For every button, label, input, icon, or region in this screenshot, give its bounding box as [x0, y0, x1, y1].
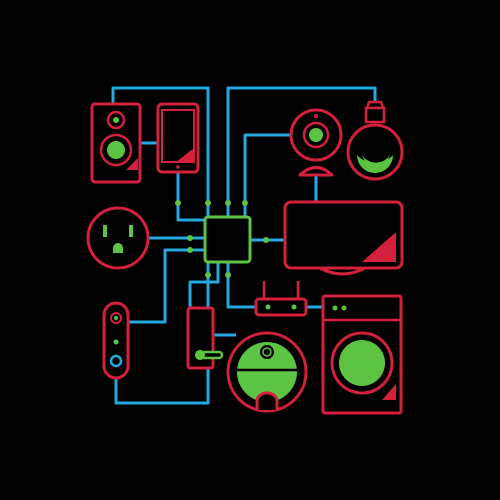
wire-lock-hub [188, 262, 220, 310]
wire-bulb-hub [226, 86, 377, 217]
connector-dot [175, 200, 181, 206]
connector-dot [205, 200, 211, 206]
wire-doorbell-hub [128, 248, 205, 324]
webcam-icon [289, 108, 343, 177]
connector-dots [175, 200, 269, 278]
washing-machine-icon [321, 294, 403, 415]
robot-vacuum-icon [226, 331, 308, 413]
wire-speaker-hub [111, 86, 210, 217]
video-doorbell-icon [102, 301, 130, 380]
light-bulb-icon [346, 100, 404, 181]
speaker-icon [90, 102, 142, 184]
connector-dot [242, 200, 248, 206]
connector-dot [187, 247, 193, 253]
power-outlet-icon [86, 206, 150, 270]
microchip-icon [203, 215, 252, 264]
connector-dot [263, 237, 269, 243]
connector-dot [225, 200, 231, 206]
connector-dot [225, 272, 231, 278]
connector-dot [205, 272, 211, 278]
wire-phone-hub [176, 172, 205, 222]
smartphone-icon [156, 102, 200, 174]
wifi-router-icon [254, 281, 308, 317]
tv-icon [283, 200, 404, 276]
wire-webcam-hub [243, 133, 290, 217]
door-lock-icon [186, 306, 224, 370]
connector-dot [187, 235, 193, 241]
